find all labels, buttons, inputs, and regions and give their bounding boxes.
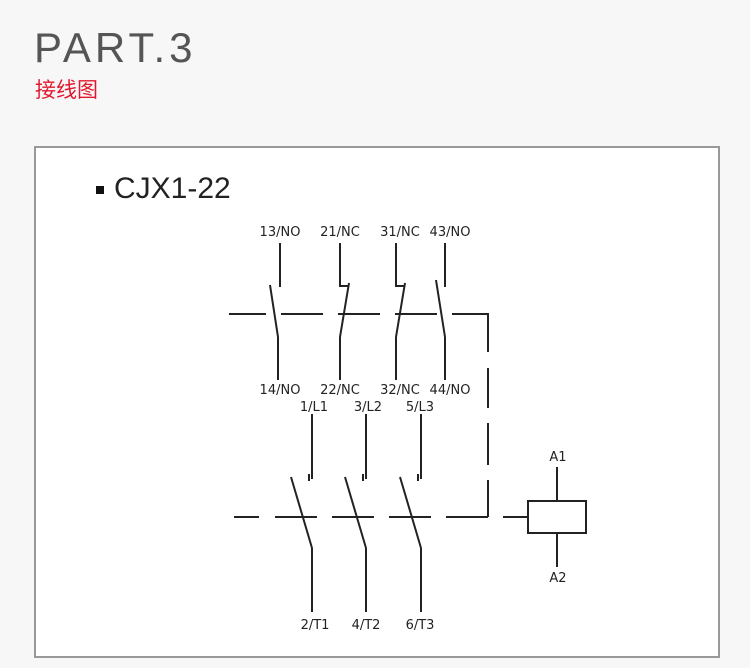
- label-14-no: 14/NO: [260, 383, 301, 398]
- label-a2: A2: [549, 571, 566, 586]
- main-contacts: [234, 414, 528, 612]
- aux-contacts: [229, 243, 489, 517]
- page-title: PART.3: [34, 24, 197, 71]
- label-13-no: 13/NO: [260, 225, 301, 240]
- coil: [527, 467, 587, 567]
- label-1-l1: 1/L1: [300, 400, 328, 415]
- label-2-t1: 2/T1: [301, 618, 330, 633]
- label-6-t3: 6/T3: [406, 618, 435, 633]
- label-43-no: 43/NO: [430, 225, 471, 240]
- diagram-panel: [34, 146, 720, 658]
- main-labels-top: 1/L1 3/L2 5/L3: [300, 400, 434, 415]
- label-32-nc: 32/NC: [380, 383, 420, 398]
- label-5-l3: 5/L3: [406, 400, 434, 415]
- aux-labels-top: 13/NO 21/NC 31/NC 43/NO: [260, 225, 471, 240]
- model-heading: CJX1-22: [96, 172, 231, 206]
- label-4-t2: 4/T2: [352, 618, 381, 633]
- main-labels-bottom: 2/T1 4/T2 6/T3: [301, 618, 435, 633]
- label-44-no: 44/NO: [430, 383, 471, 398]
- label-a1: A1: [549, 450, 566, 465]
- label-22-nc: 22/NC: [320, 383, 360, 398]
- aux-labels-bottom: 14/NO 22/NC 32/NC 44/NO: [260, 383, 471, 398]
- page-subtitle: 接线图: [35, 78, 98, 102]
- label-31-nc: 31/NC: [380, 225, 420, 240]
- label-3-l2: 3/L2: [354, 400, 382, 415]
- bullet-icon: [96, 186, 104, 195]
- label-21-nc: 21/NC: [320, 225, 360, 240]
- model-name: CJX1-22: [114, 172, 231, 205]
- coil-labels: A1 A2: [549, 450, 566, 586]
